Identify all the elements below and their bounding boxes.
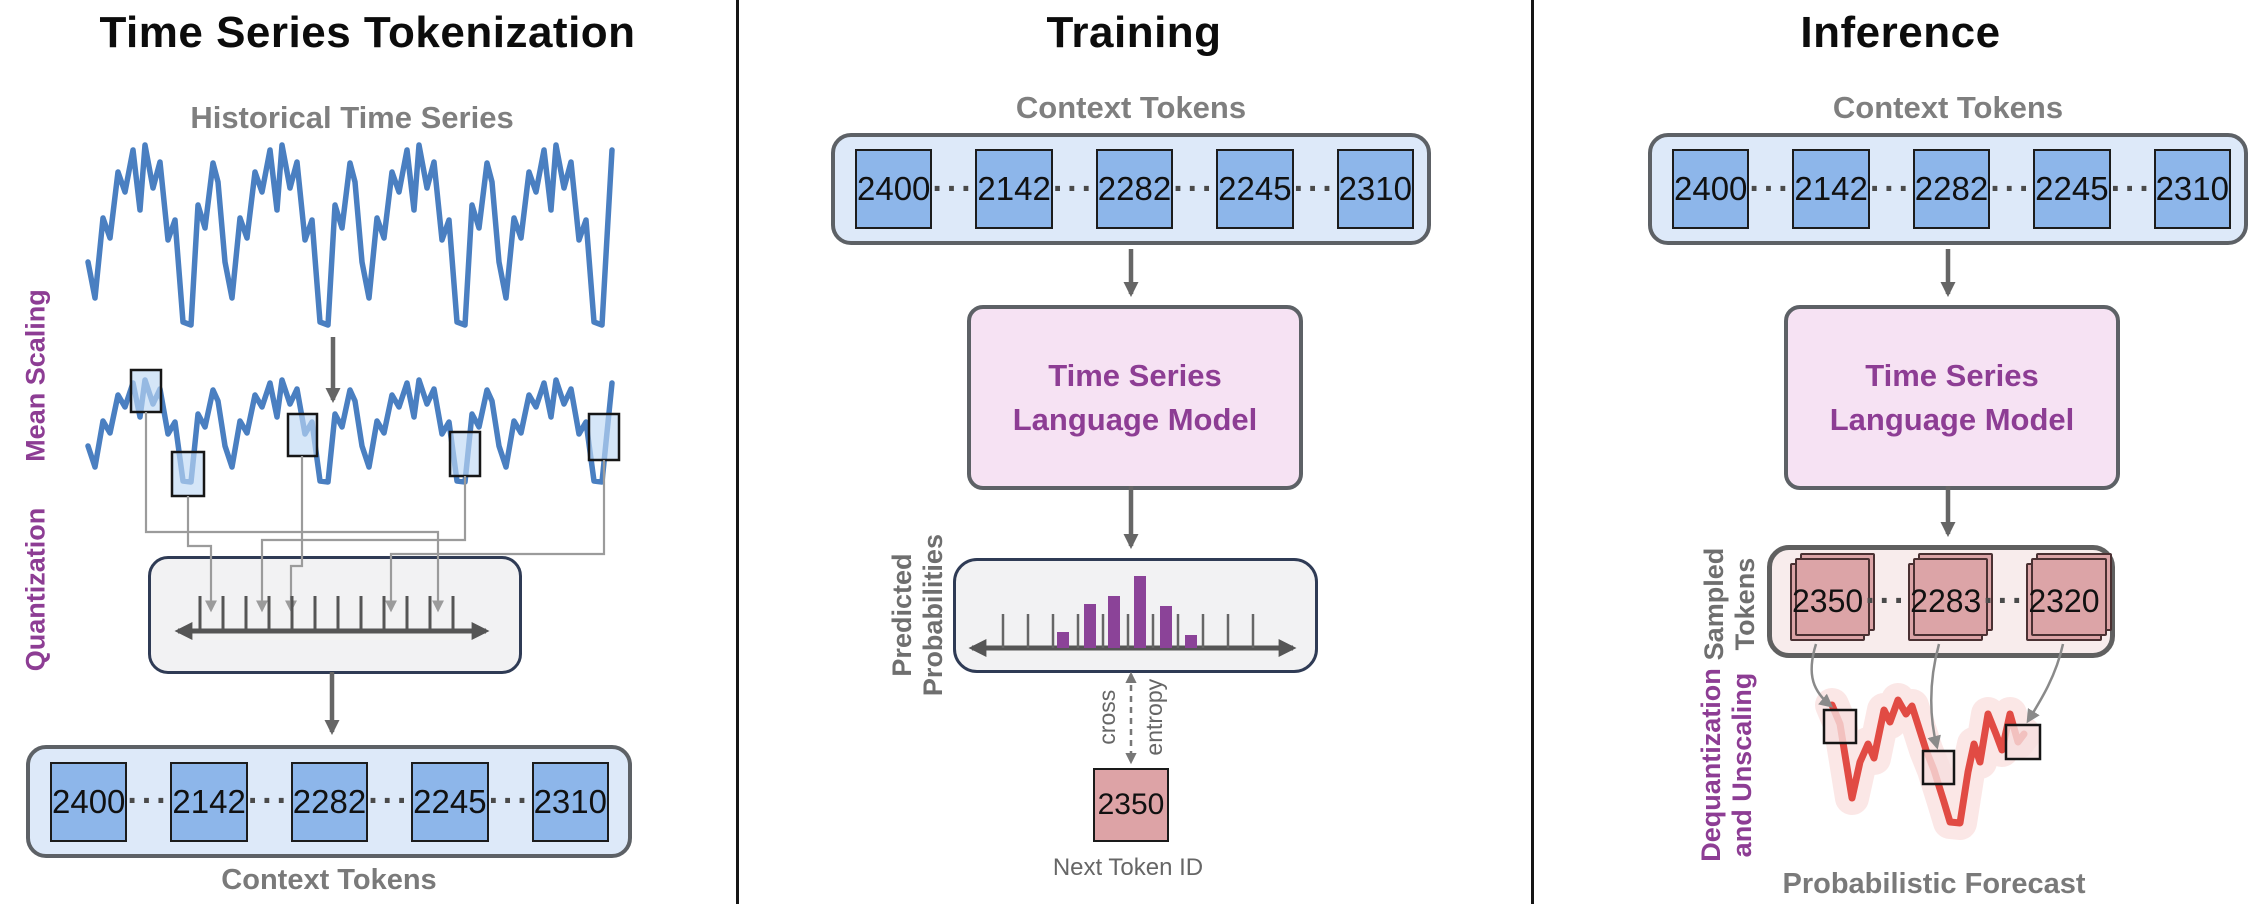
context-token: 2310	[2153, 149, 2231, 229]
ellipsis: ···	[1052, 169, 1096, 208]
model-name-line1: Time Series	[1865, 358, 2039, 394]
ellipsis: ···	[1749, 169, 1793, 208]
training-title: Training	[1046, 8, 1222, 57]
context-token: 2282	[290, 761, 369, 842]
context-token: 2142	[975, 149, 1053, 229]
context-token: 2142	[170, 761, 248, 842]
training-context-label: Context Tokens	[1015, 90, 1247, 125]
model-name-line1: Time Series	[1048, 358, 1222, 394]
sample-highlight-boxes	[129, 368, 621, 498]
scaled-series-line	[85, 377, 615, 485]
panel-divider-left	[736, 0, 739, 904]
inference-context-label: Context Tokens	[1832, 90, 2064, 125]
context-token: 2245	[2033, 149, 2111, 229]
quantization-label: Quantization	[20, 507, 51, 672]
model-name-line2: Language Model	[1012, 401, 1258, 437]
ellipsis: ···	[127, 782, 171, 820]
ellipsis: ···	[932, 169, 976, 208]
ellipsis: ···	[1983, 582, 2027, 620]
time-series-language-model-box: Time Series Language Model	[967, 305, 1303, 490]
ellipsis: ···	[2110, 169, 2154, 208]
dequantization-arrows	[1810, 643, 2065, 750]
ellipsis: ···	[1865, 582, 1909, 620]
predicted-probabilities-box	[953, 558, 1318, 673]
sampled-token: 2350	[1790, 562, 1866, 641]
ellipsis: ···	[488, 782, 532, 820]
context-token: 2400	[855, 149, 933, 229]
forecast-line	[1828, 696, 2028, 827]
ellipsis: ···	[1173, 169, 1217, 208]
tokenization-title: Time Series Tokenization	[99, 8, 636, 57]
context-token: 2245	[1216, 149, 1294, 229]
forecast-sample-boxes	[1822, 708, 2042, 786]
sampled-token: 2320	[2026, 562, 2102, 641]
context-token-container: 2400 ··· 2142 ··· 2282 ··· 2245 ··· 2310	[26, 745, 632, 858]
model-name-line2: Language Model	[1829, 401, 2075, 437]
sampled-token: 2283	[1908, 562, 1984, 641]
cross-label: cross	[1093, 689, 1120, 745]
context-token: 2310	[1336, 149, 1414, 229]
entropy-label: entropy	[1140, 678, 1167, 756]
context-token: 2282	[1095, 149, 1174, 229]
next-token-caption: Next Token ID	[1052, 854, 1204, 881]
inference-title: Inference	[1800, 8, 2001, 57]
time-series-language-model-box: Time Series Language Model	[1784, 305, 2120, 490]
context-token: 2310	[531, 761, 609, 842]
context-token-container: 2400 ··· 2142 ··· 2282 ··· 2245 ··· 2310	[1648, 133, 2248, 245]
context-token: 2142	[1792, 149, 1870, 229]
context-token-container: 2400 ··· 2142 ··· 2282 ··· 2245 ··· 2310	[831, 133, 1431, 245]
next-token-box: 2350	[1093, 768, 1169, 842]
panel-divider-right	[1531, 0, 1534, 904]
context-token: 2400	[50, 761, 128, 842]
forecast-uncertainty-band	[1815, 683, 2041, 840]
context-token: 2400	[1672, 149, 1750, 229]
historical-series-label: Historical Time Series	[190, 100, 514, 135]
ellipsis: ···	[1990, 169, 2034, 208]
ellipsis: ···	[1293, 169, 1337, 208]
historical-series-line	[85, 142, 615, 328]
context-tokens-caption: Context Tokens	[221, 864, 437, 896]
ellipsis: ···	[368, 782, 412, 820]
dequantization-label: Dequantization and Unscaling	[1695, 668, 1757, 862]
ellipsis: ···	[247, 782, 291, 820]
sampled-token-container: 2350 ··· 2283 ··· 2320	[1767, 545, 2115, 658]
quantization-box	[148, 556, 522, 674]
context-token: 2282	[1912, 149, 1991, 229]
predicted-probabilities-label: Predicted Probabilities	[886, 534, 948, 697]
context-token: 2245	[411, 761, 489, 842]
probabilistic-forecast-caption: Probabilistic Forecast	[1782, 868, 2086, 900]
ellipsis: ···	[1869, 169, 1913, 208]
